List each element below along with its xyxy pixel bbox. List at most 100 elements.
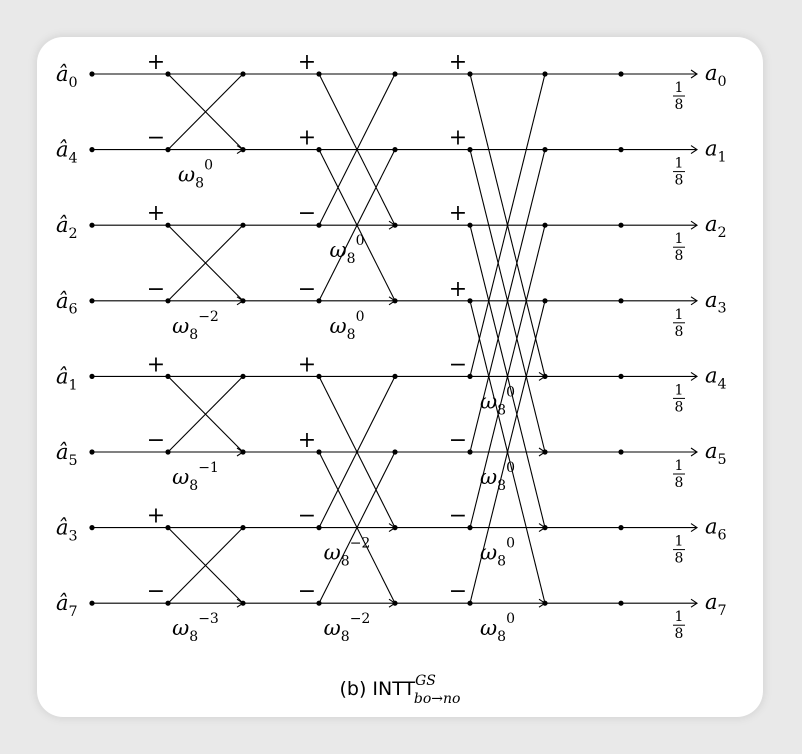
dot-stage0-b-7 xyxy=(165,600,171,606)
sign-stage2-row3: + xyxy=(449,277,467,302)
intt-butterfly-diagram: â0â4â2â6â1â5â3â7a0a1a2a3a4a5a6a7+−+−+−+−… xyxy=(56,50,727,707)
wire-stage1-cross-0-2 xyxy=(318,73,396,226)
output-label-4-base: a xyxy=(705,363,718,387)
dot-stage0-b-3 xyxy=(165,298,171,304)
dot-stage1-a-4 xyxy=(240,373,246,379)
twiddle-stage0-1: ω8−2 xyxy=(172,309,219,343)
dot-stage0-b-2 xyxy=(165,222,171,228)
dot-stage1-b-5 xyxy=(316,449,322,455)
scale-den-7: 8 xyxy=(675,626,684,642)
dot-stage2-b-2 xyxy=(467,222,473,228)
dot-stage0-a-7 xyxy=(89,600,95,606)
dot-stage1-b-3 xyxy=(316,298,322,304)
scale-num-3: 1 xyxy=(675,307,684,323)
input-label-7-base: â xyxy=(56,591,69,615)
twiddle-stage0-2: ω8−1 xyxy=(172,460,219,494)
output-arrow-5 xyxy=(690,447,698,457)
dot-final-b-4 xyxy=(618,373,624,379)
output-label-0-sub: 0 xyxy=(718,74,727,90)
wire-stage1-cross-4-6 xyxy=(318,376,396,528)
input-label-7-sub: 7 xyxy=(69,604,78,620)
scale-num-2: 1 xyxy=(675,231,684,247)
output-label-0: a0 xyxy=(705,61,727,90)
dot-stage1-b-0 xyxy=(316,71,322,77)
wire-stage0-cross-6-7 xyxy=(167,527,244,604)
twiddle-stage2-1-sub: 8 xyxy=(497,478,506,494)
scale-den-4: 8 xyxy=(675,399,684,415)
dot-final-b-7 xyxy=(618,600,624,606)
twiddle-stage1-0-exp: 0 xyxy=(356,233,365,249)
scale-num-6: 1 xyxy=(675,534,684,550)
input-label-0: â0 xyxy=(56,62,78,91)
dot-stage2-b-7 xyxy=(467,600,473,606)
dot-stage0-a-3 xyxy=(89,298,95,304)
dot-stage0-a-5 xyxy=(89,449,95,455)
caption-superscript: GS xyxy=(415,673,436,689)
output-label-4-sub: 4 xyxy=(718,376,727,392)
output-label-1-base: a xyxy=(705,137,718,161)
dot-stage2-b-0 xyxy=(467,71,473,77)
output-arrow-0 xyxy=(690,69,698,79)
dot-stage1-b-7 xyxy=(316,600,322,606)
output-label-6-base: a xyxy=(705,515,718,539)
sign-stage1-row6: − xyxy=(298,504,316,529)
dot-stage1-b-4 xyxy=(316,373,322,379)
twiddle-stage1-2-exp: −2 xyxy=(350,536,371,552)
twiddle-stage0-3-base: ω xyxy=(172,616,189,640)
input-label-0-sub: 0 xyxy=(69,75,78,91)
dot-final-a-0 xyxy=(542,71,548,77)
dot-stage0-a-0 xyxy=(89,71,95,77)
output-label-7: a7 xyxy=(705,590,727,619)
input-label-1-base: â xyxy=(56,138,69,162)
scale-num-7: 1 xyxy=(675,609,684,625)
output-label-3-sub: 3 xyxy=(718,301,727,317)
dot-stage2-a-4 xyxy=(392,373,398,379)
scale-den-6: 8 xyxy=(675,551,684,567)
dot-stage0-b-5 xyxy=(165,449,171,455)
scale-num-1: 1 xyxy=(675,156,684,172)
twiddle-stage0-0: ω80 xyxy=(178,158,213,192)
dot-stage1-b-6 xyxy=(316,525,322,531)
sign-stage1-row3: − xyxy=(298,277,316,302)
wire-stage2-cross-1-5 xyxy=(469,149,546,453)
dot-final-a-6 xyxy=(542,525,548,531)
input-label-4-base: â xyxy=(56,364,69,388)
wire-stage0-cross-4-5 xyxy=(167,376,244,453)
dot-stage2-a-6 xyxy=(392,525,398,531)
twiddle-stage0-1-base: ω xyxy=(172,314,189,338)
twiddle-stage1-0-sub: 8 xyxy=(347,251,356,267)
twiddle-stage1-3-exp: −2 xyxy=(350,611,371,627)
output-label-7-sub: 7 xyxy=(718,603,727,619)
output-label-5-sub: 5 xyxy=(718,452,727,468)
dot-stage2-b-4 xyxy=(467,373,473,379)
dot-final-b-3 xyxy=(618,298,624,304)
sign-stage0-row1: − xyxy=(147,126,165,151)
input-label-5: â5 xyxy=(56,440,78,469)
twiddle-stage2-2: ω80 xyxy=(480,536,515,570)
wire-stage1-cross-5-7 xyxy=(318,451,396,604)
input-label-1: â4 xyxy=(56,138,78,167)
twiddle-stage2-1-exp: 0 xyxy=(506,460,515,476)
sign-stage1-row4: + xyxy=(298,352,316,377)
input-label-3: â6 xyxy=(56,289,78,318)
sign-stage0-row3: − xyxy=(147,277,165,302)
output-label-3-base: a xyxy=(705,288,718,312)
dot-stage2-a-0 xyxy=(392,71,398,77)
input-label-4-sub: 1 xyxy=(69,377,78,393)
output-label-6-sub: 6 xyxy=(718,527,727,543)
sign-stage2-row0: + xyxy=(449,50,467,75)
dot-stage1-a-5 xyxy=(240,449,246,455)
dot-stage1-b-1 xyxy=(316,147,322,153)
twiddle-stage0-2-sub: 8 xyxy=(189,478,198,494)
sign-stage0-row4: + xyxy=(147,352,165,377)
output-arrow-7 xyxy=(690,598,698,608)
output-label-6: a6 xyxy=(705,515,727,544)
wire-stage1-cross-1-3 xyxy=(318,149,396,302)
sign-stage1-row7: − xyxy=(298,579,316,604)
sign-stage0-row5: − xyxy=(147,428,165,453)
scale-num-0: 1 xyxy=(675,80,684,96)
dot-stage0-b-4 xyxy=(165,373,171,379)
dot-stage2-a-1 xyxy=(392,147,398,153)
output-arrow-2 xyxy=(690,220,698,230)
dot-stage0-b-1 xyxy=(165,147,171,153)
